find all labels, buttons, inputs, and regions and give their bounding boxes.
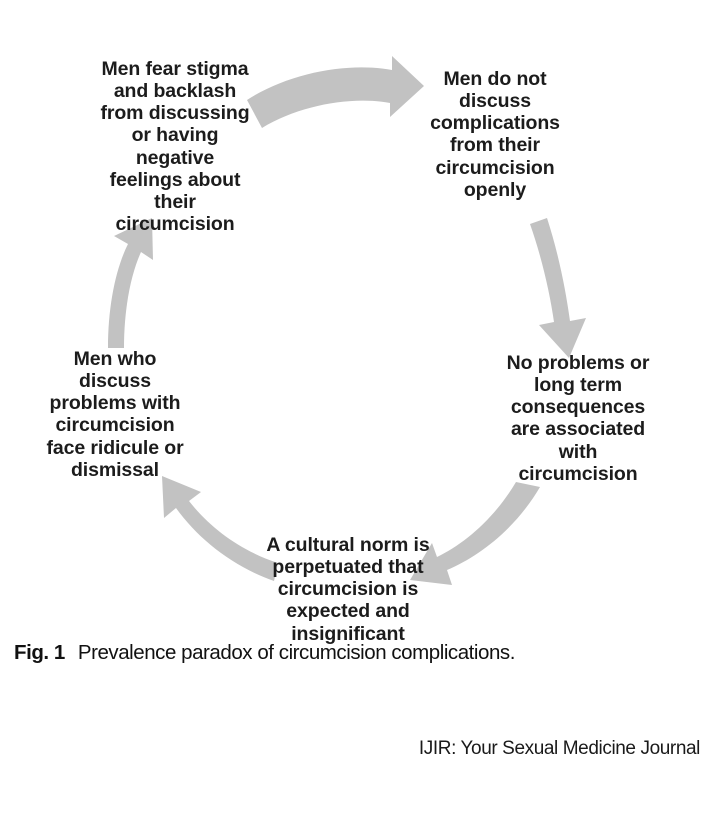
cycle-node-no-problems-associated: No problems or long term consequences ar… — [506, 352, 650, 485]
arrow-top-icon — [247, 56, 424, 128]
arrow-right-icon — [530, 218, 586, 358]
cycle-node-men-do-not-discuss: Men do not discuss complications from th… — [430, 68, 560, 201]
journal-footer: IJIR: Your Sexual Medicine Journal — [418, 738, 700, 759]
cycle-node-men-face-ridicule: Men who discuss problems with circumcisi… — [46, 348, 184, 481]
cycle-node-men-fear-stigma: Men fear stigma and backlash from discus… — [100, 58, 250, 235]
figure-caption-text: Prevalence paradox of circumcision compl… — [77, 641, 516, 664]
cycle-arrows — [108, 56, 586, 585]
arrow-bottom-left-icon — [162, 476, 278, 581]
figure-number: Fig. 1 — [14, 641, 65, 664]
arrow-bottom-right-icon — [410, 482, 540, 585]
arrow-left-icon — [108, 218, 153, 348]
cycle-diagram: Men fear stigma and backlash from discus… — [46, 56, 650, 645]
cycle-node-cultural-norm-perpetuated: A cultural norm is perpetuated that circ… — [266, 534, 430, 645]
figure-caption: Fig. 1 Prevalence paradox of circumcision… — [14, 641, 704, 666]
